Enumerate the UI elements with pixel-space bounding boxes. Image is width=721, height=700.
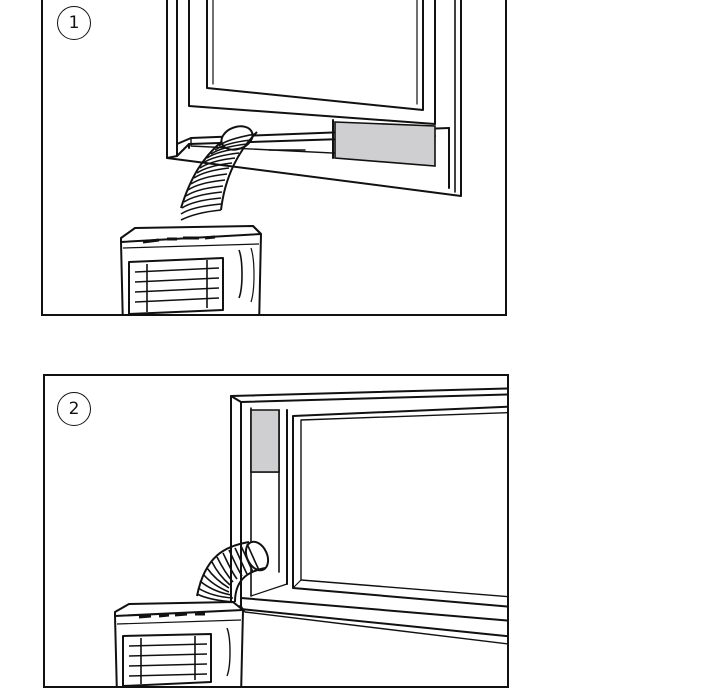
window-sash bbox=[189, 0, 435, 124]
step-1-illustration: 1 bbox=[41, 0, 507, 316]
step-number-badge: 1 bbox=[57, 6, 91, 40]
step-number-badge: 2 bbox=[57, 392, 91, 426]
step-2-illustration: 2 bbox=[43, 374, 509, 688]
window-kit-install-horizontal-drawing bbox=[43, 0, 507, 316]
window-seal-panel bbox=[335, 122, 435, 166]
air-outlet-grille bbox=[129, 258, 223, 314]
window-sash bbox=[293, 406, 509, 608]
portable-air-conditioner bbox=[115, 602, 243, 688]
window-seal-panel bbox=[251, 410, 279, 472]
air-outlet-grille bbox=[123, 634, 211, 686]
window-kit-install-vertical-drawing bbox=[45, 376, 509, 688]
window-frame bbox=[167, 0, 177, 158]
portable-air-conditioner bbox=[121, 226, 261, 316]
